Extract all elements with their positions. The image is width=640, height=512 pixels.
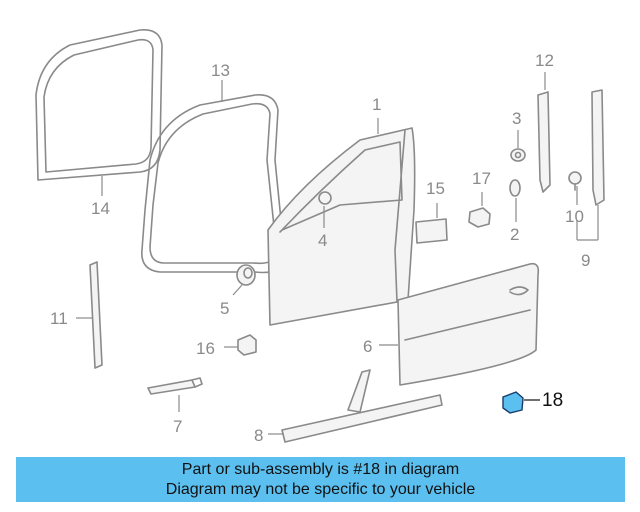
callout-6: 6 bbox=[363, 337, 372, 356]
leader-lines bbox=[76, 72, 599, 435]
banner-line-2: Diagram may not be specific to your vehi… bbox=[165, 480, 476, 498]
part-6-door-skin bbox=[397, 262, 540, 386]
part-17-bracket bbox=[468, 207, 491, 228]
callout-3: 3 bbox=[512, 109, 521, 128]
part-18-highlighted bbox=[502, 391, 524, 414]
part-16-retainer bbox=[237, 334, 257, 356]
part-5-grommet bbox=[236, 264, 256, 286]
callout-2: 2 bbox=[510, 225, 519, 244]
part-9-molding bbox=[591, 89, 605, 206]
callout-14: 14 bbox=[91, 199, 110, 218]
part-15-label bbox=[415, 218, 448, 244]
part-4-plug bbox=[318, 191, 332, 205]
callout-1: 1 bbox=[372, 95, 381, 114]
part-1-door-shell bbox=[267, 127, 416, 326]
part-11-pillar bbox=[89, 261, 103, 369]
callout-15: 15 bbox=[426, 179, 445, 198]
callout-12: 12 bbox=[535, 51, 554, 70]
part-2-pad bbox=[509, 179, 521, 197]
info-banner: Part or sub-assembly is #18 in diagram D… bbox=[16, 457, 625, 502]
callout-8: 8 bbox=[254, 426, 263, 445]
part-7-tube bbox=[147, 377, 203, 395]
part-13-door-seal bbox=[141, 93, 286, 274]
callout-13: 13 bbox=[211, 61, 230, 80]
callout-10: 10 bbox=[565, 207, 584, 226]
part-14-weatherstrip bbox=[35, 28, 163, 181]
callout-5: 5 bbox=[220, 299, 229, 318]
banner-line-1: Part or sub-assembly is #18 in diagram bbox=[181, 460, 460, 478]
callout-11: 11 bbox=[50, 309, 68, 328]
callout-4: 4 bbox=[318, 231, 327, 250]
callout-7: 7 bbox=[173, 417, 182, 436]
callout-16: 16 bbox=[196, 339, 215, 358]
callout-9: 9 bbox=[581, 251, 590, 270]
part-12-molding bbox=[537, 91, 551, 193]
callout-17: 17 bbox=[472, 169, 491, 188]
callout-18: 18 bbox=[542, 390, 563, 411]
part-3-bumper bbox=[510, 148, 526, 162]
parts-diagram: 1 2 3 4 5 6 7 8 9 10 11 12 13 14 15 16 1… bbox=[35, 28, 605, 445]
part-8-rocker-molding bbox=[281, 369, 443, 443]
part-10-clip bbox=[568, 171, 582, 191]
